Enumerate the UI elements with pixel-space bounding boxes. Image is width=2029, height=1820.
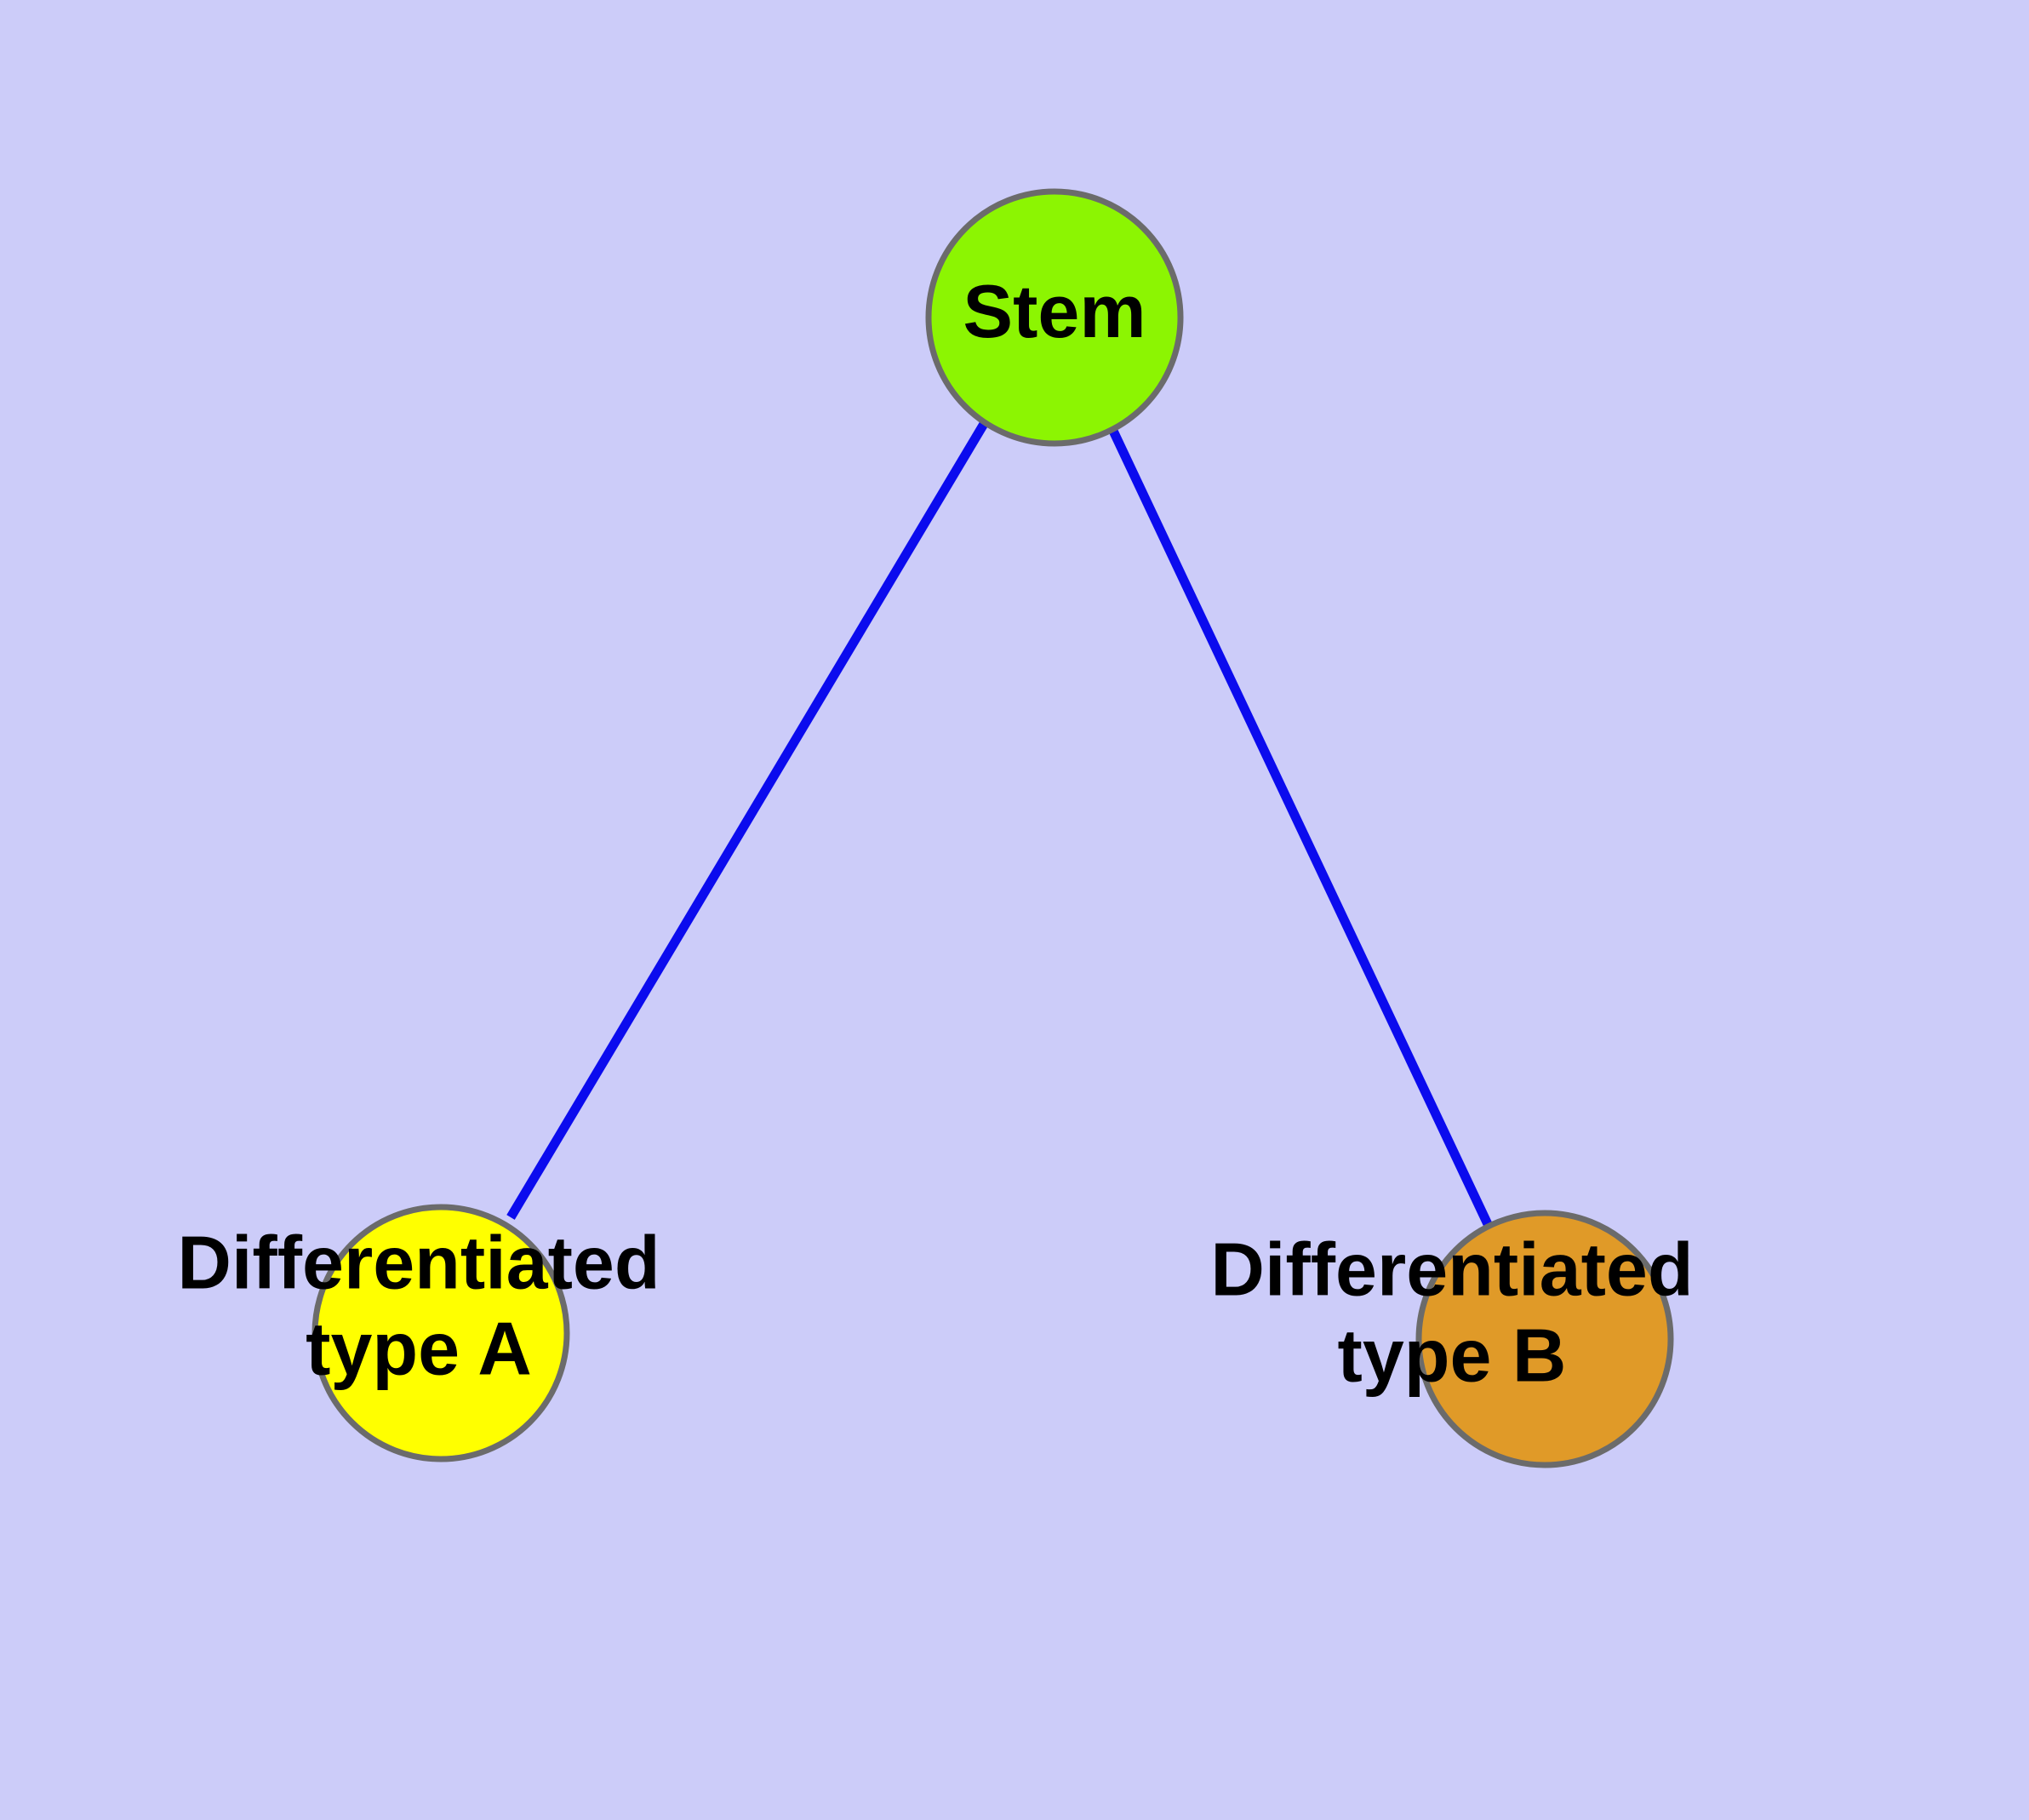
node-label-line: Differentiated bbox=[177, 1221, 660, 1305]
edge-stem-to-differentiated-type-a[interactable] bbox=[506, 421, 988, 1220]
edge-stem-to-differentiated-type-b[interactable] bbox=[1108, 426, 1492, 1227]
node-label-stem: Stem bbox=[963, 269, 1146, 353]
node-stem[interactable] bbox=[925, 188, 1184, 447]
node-label-line: Stem bbox=[963, 269, 1146, 353]
node-differentiated-type-a[interactable] bbox=[311, 1204, 570, 1462]
edges-layer bbox=[506, 421, 1492, 1227]
node-label-line: type B bbox=[1338, 1313, 1567, 1398]
node-differentiated-type-b[interactable] bbox=[1415, 1210, 1674, 1468]
node-label-line: type A bbox=[306, 1307, 532, 1391]
nodes-layer bbox=[311, 188, 1674, 1468]
node-label-line: Differentiated bbox=[1210, 1228, 1693, 1312]
